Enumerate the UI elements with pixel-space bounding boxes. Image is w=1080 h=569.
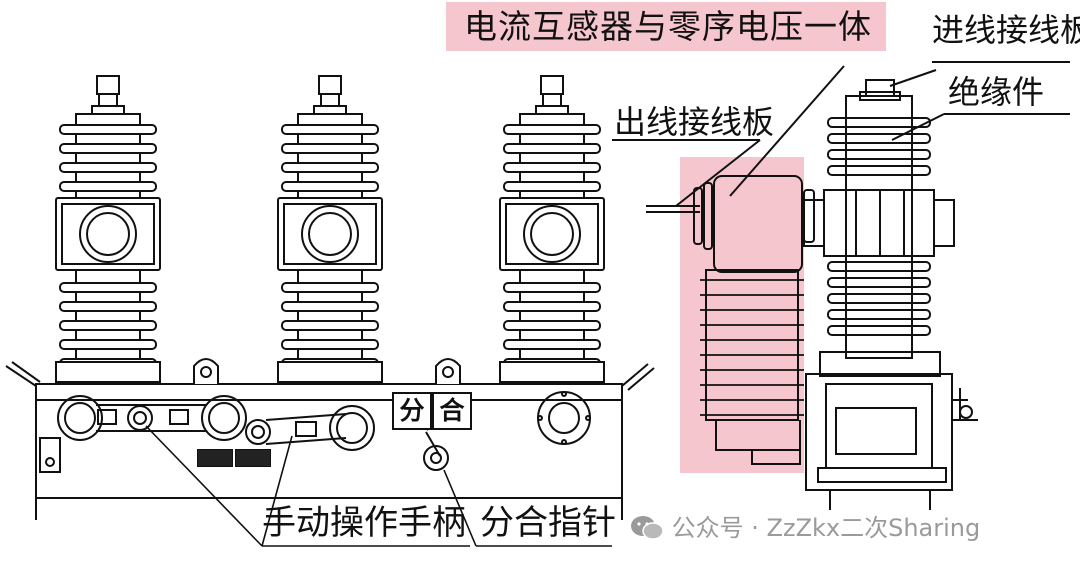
ct-highlight	[680, 157, 804, 473]
label-incoming-terminal: 进线接线板	[932, 11, 1080, 49]
watermark: 公众号 · ZzZkx二次Sharing	[630, 508, 980, 543]
leader-lines-bottom	[145, 425, 612, 547]
side-view	[612, 61, 1070, 510]
label-open-close-pointer: 分合指针	[480, 503, 616, 543]
pole-b	[278, 76, 382, 382]
base-tank	[5, 358, 655, 520]
label-outgoing-terminal: 出线接线板	[614, 103, 775, 141]
label-ct-zero-sequence: 电流互感器与零序电压一体	[446, 2, 886, 51]
pole-a	[56, 76, 160, 382]
label-manual-handle: 手动操作手柄	[262, 503, 466, 543]
open-indicator: 分	[392, 392, 432, 430]
indicator-plates	[198, 450, 270, 466]
watermark-text: 公众号 · ZzZkx二次Sharing	[671, 514, 981, 542]
pole-c	[500, 76, 604, 382]
close-indicator: 合	[432, 392, 472, 430]
wechat-icon	[630, 515, 664, 541]
label-insulator: 绝缘件	[948, 73, 1045, 111]
